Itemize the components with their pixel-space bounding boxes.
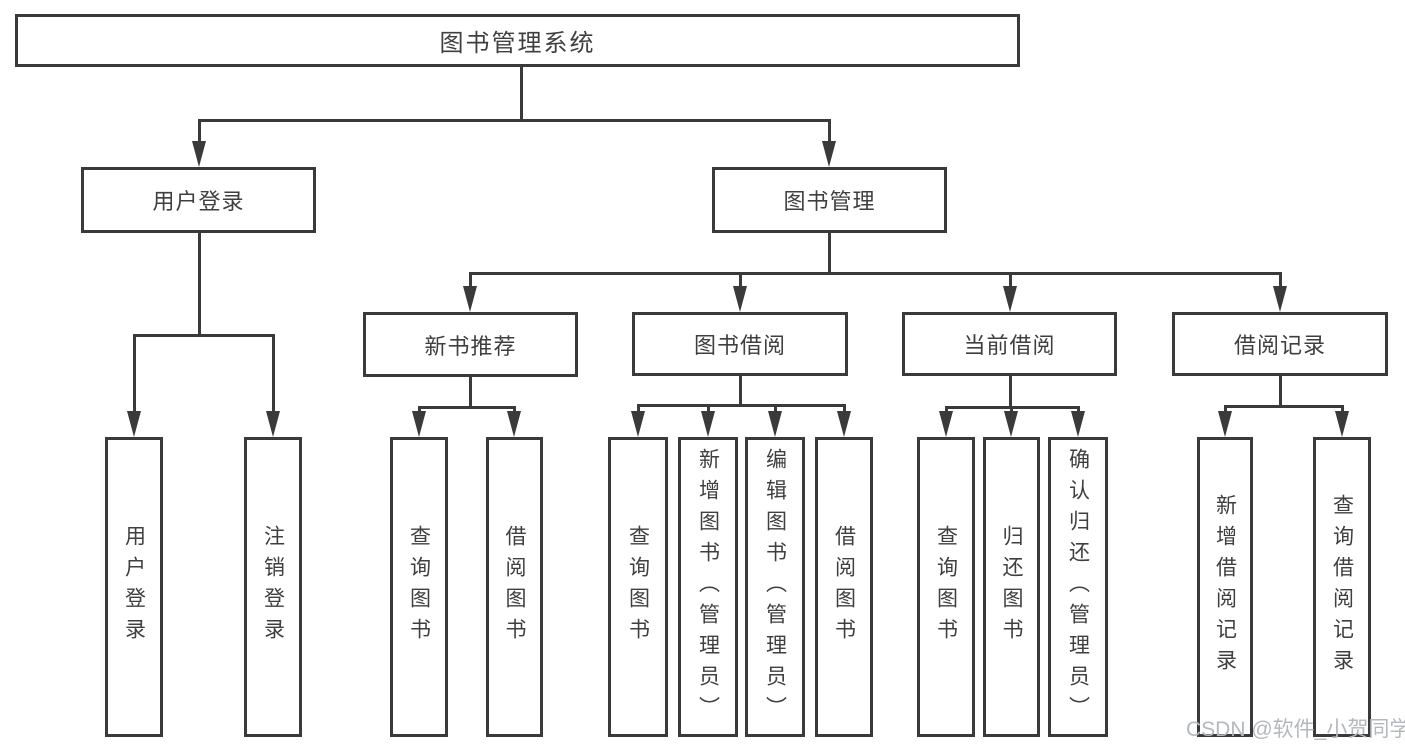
leaf-query-books-recommend-label: 查询图书 bbox=[407, 525, 431, 649]
leaf-borrow-books-recommend: 借阅图书 bbox=[486, 437, 543, 737]
connector-hline bbox=[636, 404, 846, 407]
node-book-management-label: 图书管理 bbox=[783, 189, 876, 214]
leaf-query-books-recommend: 查询图书 bbox=[390, 437, 448, 737]
connector-vline bbox=[738, 375, 742, 407]
connector-vline bbox=[1278, 375, 1282, 408]
leaf-logout: 注销登录 bbox=[244, 437, 302, 737]
connector-hline bbox=[468, 272, 1282, 275]
connector-vline bbox=[706, 404, 710, 413]
connector-hline bbox=[132, 334, 275, 337]
leaf-query-borrow-record: 查询借阅记录 bbox=[1313, 437, 1371, 737]
connector-vline bbox=[738, 272, 742, 288]
connector-hline bbox=[1223, 405, 1344, 408]
connector-vline bbox=[827, 232, 831, 275]
arrowhead-down-icon bbox=[192, 141, 206, 167]
leaf-query-books-current: 查询图书 bbox=[917, 437, 975, 737]
connector-vline bbox=[468, 375, 472, 409]
arrowhead-down-icon bbox=[837, 411, 851, 437]
connector-vline bbox=[197, 232, 201, 337]
leaf-query-books-current-label: 查询图书 bbox=[934, 525, 958, 649]
arrowhead-down-icon bbox=[1003, 286, 1017, 312]
connector-vline bbox=[519, 66, 523, 122]
leaf-user-login: 用户登录 bbox=[105, 437, 163, 737]
connector-hline bbox=[417, 406, 516, 409]
connector-vline bbox=[1008, 272, 1012, 288]
connector-vline bbox=[842, 404, 846, 413]
arrowhead-down-icon bbox=[127, 411, 141, 437]
node-user-login: 用户登录 bbox=[81, 167, 316, 233]
connector-vline bbox=[636, 404, 640, 413]
node-new-book-recommend: 新书推荐 bbox=[363, 312, 578, 377]
node-current-borrow-label: 当前借阅 bbox=[963, 333, 1056, 358]
node-user-login-label: 用户登录 bbox=[152, 189, 245, 214]
connector-vline bbox=[1223, 405, 1227, 413]
connector-vline bbox=[1278, 272, 1282, 288]
arrowhead-down-icon bbox=[822, 141, 836, 167]
leaf-return-books: 归还图书 bbox=[983, 437, 1040, 737]
arrowhead-down-icon bbox=[701, 411, 715, 437]
node-borrow-records-label: 借阅记录 bbox=[1233, 333, 1326, 358]
connector-vline bbox=[512, 406, 516, 413]
connector-vline bbox=[1340, 405, 1344, 413]
leaf-query-books-borrow: 查询图书 bbox=[608, 437, 668, 737]
connector-vline bbox=[468, 272, 472, 288]
connector-vline bbox=[1076, 406, 1080, 413]
connector-vline bbox=[417, 406, 421, 413]
connector-hline bbox=[197, 119, 831, 122]
leaf-add-borrow-record: 新增借阅记录 bbox=[1197, 437, 1253, 737]
connector-vline bbox=[271, 334, 275, 413]
node-book-management: 图书管理 bbox=[712, 167, 947, 233]
leaf-confirm-return-admin-label: 确认归还（管理员） bbox=[1066, 447, 1090, 727]
connector-vline bbox=[827, 119, 831, 143]
arrowhead-down-icon bbox=[631, 411, 645, 437]
arrowhead-down-icon bbox=[733, 286, 747, 312]
connector-vline bbox=[1008, 375, 1012, 409]
leaf-add-books-admin: 新增图书（管理员） bbox=[678, 437, 738, 737]
node-root: 图书管理系统 bbox=[15, 14, 1020, 67]
connector-vline bbox=[773, 404, 777, 413]
node-book-borrow: 图书借阅 bbox=[632, 312, 848, 376]
leaf-return-books-label: 归还图书 bbox=[1000, 525, 1024, 649]
connector-vline bbox=[132, 334, 136, 413]
arrowhead-down-icon bbox=[1071, 411, 1085, 437]
arrowhead-down-icon bbox=[266, 411, 280, 437]
arrowhead-down-icon bbox=[1273, 286, 1287, 312]
node-book-borrow-label: 图书借阅 bbox=[693, 333, 786, 358]
arrowhead-down-icon bbox=[768, 411, 782, 437]
leaf-borrow-books-recommend-label: 借阅图书 bbox=[503, 525, 527, 649]
arrowhead-down-icon bbox=[1218, 411, 1232, 437]
leaf-user-login-label: 用户登录 bbox=[122, 525, 146, 649]
arrowhead-down-icon bbox=[1004, 411, 1018, 437]
arrowhead-down-icon bbox=[463, 286, 477, 312]
leaf-edit-books-admin-label: 编辑图书（管理员） bbox=[763, 447, 787, 727]
leaf-borrow-books-label: 借阅图书 bbox=[832, 525, 856, 649]
leaf-add-borrow-record-label: 新增借阅记录 bbox=[1213, 494, 1237, 680]
leaf-edit-books-admin: 编辑图书（管理员） bbox=[745, 437, 805, 737]
leaf-borrow-books: 借阅图书 bbox=[815, 437, 873, 737]
leaf-add-books-admin-label: 新增图书（管理员） bbox=[696, 447, 720, 727]
arrowhead-down-icon bbox=[1335, 411, 1349, 437]
node-root-label: 图书管理系统 bbox=[439, 30, 596, 57]
arrowhead-down-icon bbox=[412, 411, 426, 437]
leaf-query-borrow-record-label: 查询借阅记录 bbox=[1330, 494, 1354, 680]
connector-vline bbox=[197, 119, 201, 143]
leaf-confirm-return-admin: 确认归还（管理员） bbox=[1048, 437, 1108, 737]
arrowhead-down-icon bbox=[507, 411, 521, 437]
connector-vline bbox=[1009, 406, 1013, 413]
leaf-query-books-borrow-label: 查询图书 bbox=[626, 525, 650, 649]
leaf-logout-label: 注销登录 bbox=[261, 525, 285, 649]
connector-vline bbox=[944, 406, 948, 413]
watermark: CSDN @软件_小贺同学 bbox=[1186, 718, 1405, 741]
node-new-book-recommend-label: 新书推荐 bbox=[424, 333, 517, 359]
node-current-borrow: 当前借阅 bbox=[902, 312, 1117, 376]
node-borrow-records: 借阅记录 bbox=[1172, 312, 1388, 376]
arrowhead-down-icon bbox=[939, 411, 953, 437]
